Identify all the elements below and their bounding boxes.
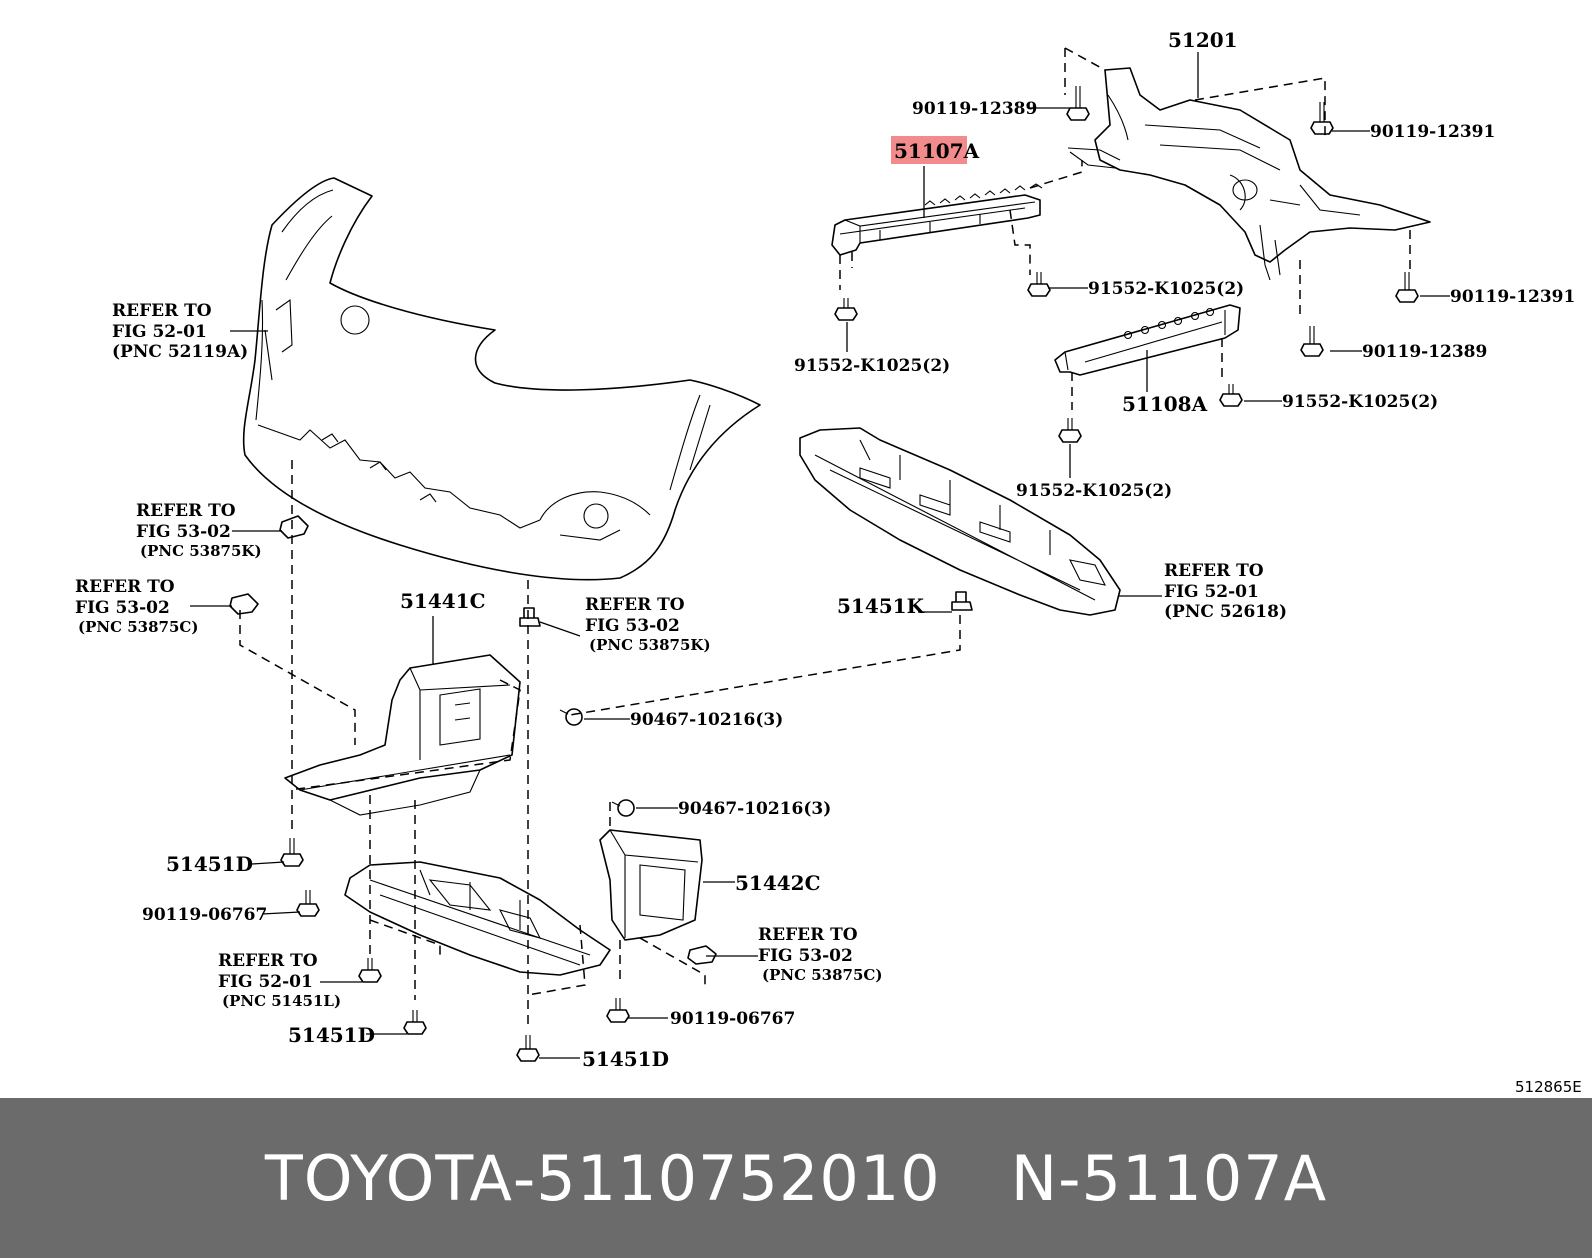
footer-bar: TOYOTA - 5110752010 N - 51107A	[0, 1098, 1592, 1258]
svg-text:REFER TO: REFER TO	[1164, 561, 1264, 581]
label-90119-06767-left[interactable]: 90119-06767	[142, 905, 267, 925]
label-90119-12391-right[interactable]: 90119-12391	[1450, 287, 1575, 307]
label-51451D-c[interactable]: 51451D	[582, 1047, 669, 1071]
label-90119-12391-top[interactable]: 90119-12391	[1370, 122, 1495, 142]
lower-undercover-tray	[344, 861, 611, 976]
footer-pnc: 51107A	[1081, 1141, 1328, 1215]
footer-sep2: -	[1058, 1141, 1082, 1215]
footer-sep1: -	[512, 1141, 537, 1215]
bolt-icon	[403, 1010, 427, 1035]
svg-text:FIG 53-02: FIG 53-02	[585, 616, 680, 636]
footer-n: N	[1010, 1141, 1059, 1215]
bolt-icon	[1066, 86, 1090, 121]
svg-text:REFER TO: REFER TO	[585, 595, 685, 615]
refer-fig-53-02-53875k-center[interactable]: REFER TO FIG 53-02 (PNC 53875K)	[585, 595, 711, 654]
refer-fig-53-02-53875k-left[interactable]: REFER TO FIG 53-02 (PNC 53875K)	[136, 501, 262, 560]
svg-text:REFER TO: REFER TO	[136, 501, 236, 521]
part-labels: 51201 90119-12389 90119-12391 51107A 915…	[142, 28, 1575, 1071]
svg-text:(PNC 51451L): (PNC 51451L)	[222, 992, 341, 1010]
svg-text:(PNC 53875C): (PNC 53875C)	[762, 966, 882, 984]
clip-icon	[279, 515, 309, 539]
svg-text:(PNC 52618): (PNC 52618)	[1164, 602, 1287, 622]
bolt-icon	[516, 1035, 540, 1062]
parts-diagram: 51201 90119-12389 90119-12391 51107A 915…	[75, 28, 1582, 1096]
footer-title: TOYOTA - 5110752010 N - 51107A	[0, 1098, 1592, 1258]
bolt-icon	[280, 838, 304, 867]
label-51107A[interactable]: 51107A	[894, 139, 980, 163]
label-91552-k1025-2[interactable]: 91552-K1025(2)	[794, 356, 950, 376]
bolt-icon	[358, 958, 382, 983]
label-90119-06767-right[interactable]: 90119-06767	[670, 1009, 795, 1029]
label-90467-10216-1[interactable]: 90467-10216(3)	[630, 710, 783, 730]
svg-text:REFER TO: REFER TO	[112, 301, 212, 321]
fasteners	[229, 86, 1419, 1062]
refer-fig-53-02-53875c-right[interactable]: REFER TO FIG 53-02 (PNC 53875C)	[758, 925, 882, 984]
bolt-icon	[296, 890, 320, 917]
bolt-icon	[1219, 384, 1243, 407]
refer-fig-53-02-53875c-left[interactable]: REFER TO FIG 53-02 (PNC 53875C)	[75, 577, 198, 636]
front-bumper-cover	[242, 177, 761, 581]
figure-id: 512865E	[1515, 1078, 1582, 1096]
bolt-icon	[1058, 418, 1082, 443]
crossmember-reinforcement-51108A	[1054, 304, 1241, 376]
label-90119-12389-right[interactable]: 90119-12389	[1362, 342, 1487, 362]
clip-icon	[687, 945, 717, 965]
label-51451K[interactable]: 51451K	[837, 594, 925, 618]
svg-text:FIG 52-01: FIG 52-01	[218, 972, 313, 992]
svg-text:REFER TO: REFER TO	[75, 577, 175, 597]
bolt-icon	[1395, 272, 1419, 303]
footer-part-number: 5110752010	[536, 1141, 941, 1215]
bolt-icon	[1310, 102, 1334, 135]
svg-text:(PNC 53875C): (PNC 53875C)	[78, 618, 198, 636]
side-undercover-51441C	[284, 654, 521, 816]
svg-text:(PNC 53875K): (PNC 53875K)	[589, 636, 711, 654]
label-90467-10216-2[interactable]: 90467-10216(3)	[678, 799, 831, 819]
bolt-icon	[1300, 326, 1324, 357]
svg-text:REFER TO: REFER TO	[758, 925, 858, 945]
label-51441C[interactable]: 51441C	[400, 589, 486, 613]
bolt-icon	[606, 998, 630, 1023]
bolt-icon	[1027, 272, 1051, 297]
leader-lines	[190, 52, 1450, 1059]
label-51201[interactable]: 51201	[1168, 28, 1238, 52]
clip-icon	[951, 591, 973, 611]
svg-text:FIG 52-01: FIG 52-01	[1164, 582, 1259, 602]
label-91552-k1025-4[interactable]: 91552-K1025(2)	[1016, 481, 1172, 501]
label-51451D-a[interactable]: 51451D	[166, 852, 253, 876]
footer-brand: TOYOTA	[264, 1141, 513, 1215]
label-51442C[interactable]: 51442C	[735, 871, 821, 895]
clip-icon	[519, 607, 541, 627]
svg-text:FIG 53-02: FIG 53-02	[758, 946, 853, 966]
highlight-box	[891, 136, 967, 164]
svg-text:(PNC 52119A): (PNC 52119A)	[112, 342, 248, 362]
refer-fig-52-01-52618[interactable]: REFER TO FIG 52-01 (PNC 52618)	[1164, 561, 1287, 622]
side-undercover-51442C	[599, 829, 703, 941]
screw-icon	[611, 799, 635, 817]
svg-text:FIG 52-01: FIG 52-01	[112, 322, 207, 342]
refer-fig-52-01-52119a[interactable]: REFER TO FIG 52-01 (PNC 52119A)	[112, 301, 248, 362]
label-51108A[interactable]: 51108A	[1122, 392, 1208, 416]
label-91552-k1025-3[interactable]: 91552-K1025(2)	[1282, 392, 1438, 412]
assembly-dashed-lines	[239, 47, 1411, 1030]
label-91552-k1025-1[interactable]: 91552-K1025(2)	[1088, 279, 1244, 299]
svg-text:(PNC 53875K): (PNC 53875K)	[140, 542, 262, 560]
label-90119-12389-top[interactable]: 90119-12389	[912, 99, 1037, 119]
refer-blocks: REFER TO FIG 52-01 (PNC 52119A) REFER TO…	[75, 301, 1287, 1010]
svg-text:FIG 53-02: FIG 53-02	[136, 522, 231, 542]
crossmember-reinforcement-51107A	[831, 183, 1043, 256]
bolt-icon	[834, 298, 858, 321]
svg-text:REFER TO: REFER TO	[218, 951, 318, 971]
label-51451D-b[interactable]: 51451D	[288, 1023, 375, 1047]
engine-undercover-51451K	[799, 427, 1121, 616]
refer-fig-52-01-51451l[interactable]: REFER TO FIG 52-01 (PNC 51451L)	[218, 951, 341, 1010]
clip-icon	[229, 593, 259, 615]
svg-text:FIG 53-02: FIG 53-02	[75, 598, 170, 618]
front-crossmember-51201	[1067, 67, 1431, 281]
screw-icon	[559, 708, 583, 726]
